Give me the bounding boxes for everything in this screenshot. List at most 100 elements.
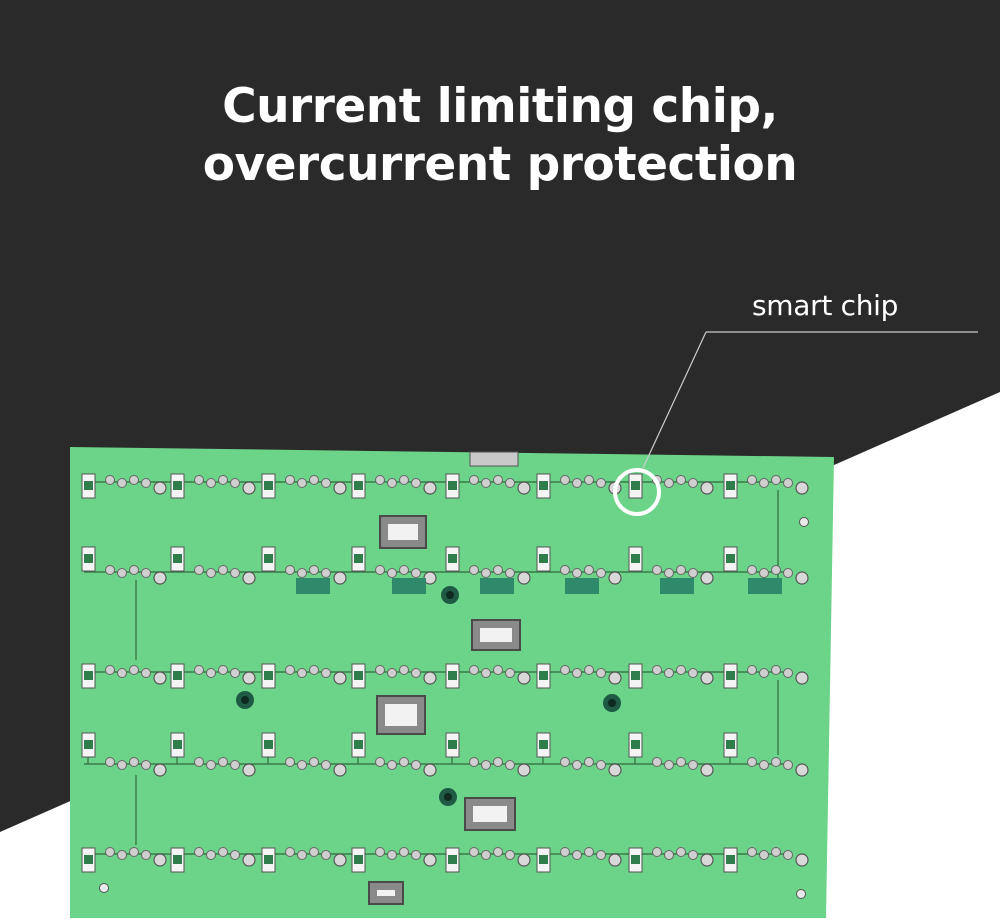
smd-chip-marking — [84, 855, 93, 864]
solder-pad — [493, 665, 503, 675]
headline-line-1: Current limiting chip, — [222, 79, 778, 134]
solder-pad — [688, 760, 698, 770]
solder-pad — [596, 478, 606, 488]
solder-pad — [469, 757, 479, 767]
solder-pad — [688, 668, 698, 678]
solder-pad — [297, 668, 307, 678]
connector-pad-inner — [480, 628, 512, 642]
smd-chip-marking — [448, 855, 457, 864]
solder-pad — [652, 565, 662, 575]
solder-pad — [572, 668, 582, 678]
smd-chip-marking — [539, 554, 548, 563]
solder-pad — [584, 475, 594, 485]
smd-chip-marking — [631, 671, 640, 680]
solder-pad — [783, 850, 793, 860]
via-pad — [700, 853, 714, 867]
solder-pad — [321, 850, 331, 860]
solder-pad — [297, 568, 307, 578]
copper-fill — [392, 578, 426, 594]
solder-pad — [584, 665, 594, 675]
solder-pad — [141, 668, 151, 678]
via-pad — [333, 671, 347, 685]
via-pad — [423, 481, 437, 495]
smd-chip-marking — [631, 740, 640, 749]
solder-pad — [117, 668, 127, 678]
solder-pad — [285, 847, 295, 857]
solder-pad — [481, 760, 491, 770]
solder-pad — [411, 850, 421, 860]
solder-pad — [309, 565, 319, 575]
solder-pad — [771, 665, 781, 675]
smd-chip-marking — [84, 740, 93, 749]
solder-pad — [297, 850, 307, 860]
solder-pad — [572, 850, 582, 860]
via-pad — [517, 481, 531, 495]
solder-pad — [387, 668, 397, 678]
copper-fill — [660, 578, 694, 594]
solder-pad — [321, 668, 331, 678]
smd-chip-marking — [631, 554, 640, 563]
solder-pad — [596, 668, 606, 678]
solder-pad — [375, 847, 385, 857]
solder-pad — [230, 760, 240, 770]
callout-pointer-line — [642, 331, 707, 469]
smd-chip-marking — [264, 855, 273, 864]
solder-pad — [129, 757, 139, 767]
solder-pad — [493, 565, 503, 575]
solder-pad — [375, 475, 385, 485]
smd-chip-marking — [631, 481, 640, 490]
copper-fill — [296, 578, 330, 594]
via-pad — [608, 571, 622, 585]
via-pad — [608, 763, 622, 777]
via-pad — [153, 853, 167, 867]
solder-pad — [481, 850, 491, 860]
solder-pad — [141, 478, 151, 488]
corner-hole — [796, 889, 806, 899]
smd-chip-marking — [726, 740, 735, 749]
solder-pad — [387, 760, 397, 770]
via-pad — [333, 853, 347, 867]
solder-pad — [596, 760, 606, 770]
solder-pad — [747, 665, 757, 675]
via-pad — [795, 671, 809, 685]
solder-pad — [321, 568, 331, 578]
solder-pad — [560, 565, 570, 575]
solder-pad — [117, 760, 127, 770]
solder-pad — [105, 475, 115, 485]
solder-pad — [399, 565, 409, 575]
solder-pad — [129, 665, 139, 675]
solder-pad — [297, 760, 307, 770]
headline-line-2: overcurrent protection — [202, 137, 798, 192]
solder-pad — [194, 757, 204, 767]
solder-pad — [230, 568, 240, 578]
smd-chip-marking — [173, 671, 182, 680]
via-pad — [333, 571, 347, 585]
solder-pad — [771, 847, 781, 857]
solder-pad — [399, 847, 409, 857]
board-connectors — [99, 451, 809, 905]
callout-highlight-ring — [613, 468, 661, 516]
solder-pad — [117, 568, 127, 578]
smd-chip-marking — [726, 671, 735, 680]
solder-pad — [664, 850, 674, 860]
smd-chip-marking — [539, 671, 548, 680]
mounting-hole-center — [608, 699, 616, 707]
solder-pad — [572, 478, 582, 488]
solder-pad — [596, 568, 606, 578]
smart-chip-callout — [613, 331, 978, 516]
solder-pad — [759, 478, 769, 488]
solder-pad — [771, 757, 781, 767]
via-pad — [700, 481, 714, 495]
solder-pad — [747, 475, 757, 485]
corner-hole — [799, 517, 809, 527]
smd-chip-marking — [84, 481, 93, 490]
solder-pad — [469, 565, 479, 575]
solder-pad — [676, 847, 686, 857]
solder-pad — [399, 665, 409, 675]
solder-pad — [688, 850, 698, 860]
solder-pad — [560, 757, 570, 767]
smd-chip-marking — [539, 855, 548, 864]
smd-chip-marking — [173, 481, 182, 490]
solder-pad — [783, 568, 793, 578]
solder-pad — [560, 665, 570, 675]
